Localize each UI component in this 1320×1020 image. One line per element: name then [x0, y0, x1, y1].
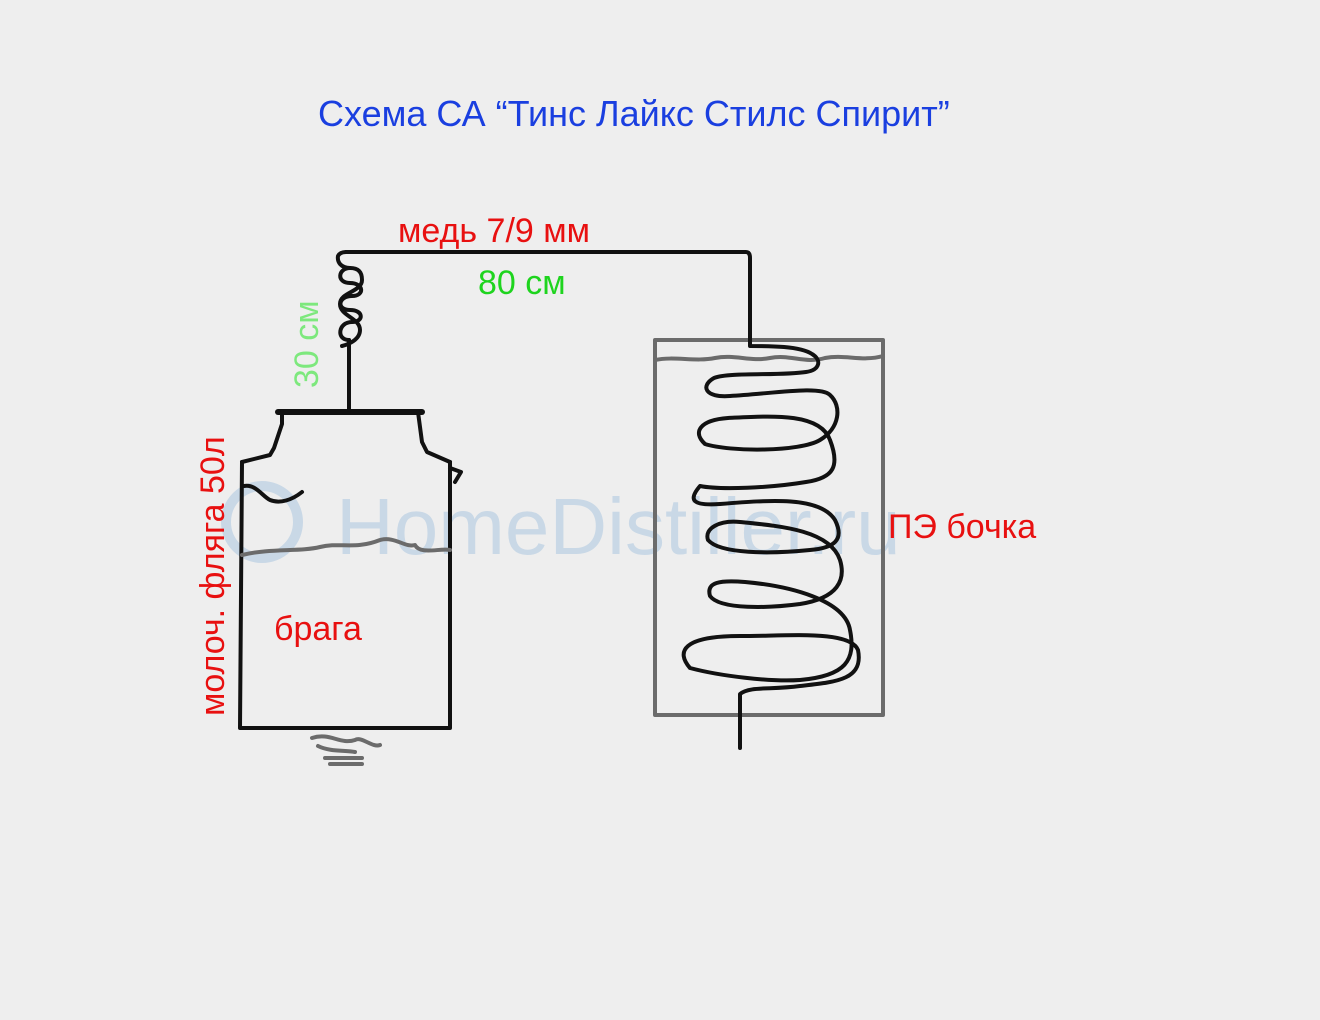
tube-material-label: медь 7/9 мм [398, 212, 590, 250]
riser-coil [338, 266, 364, 348]
riser-tube [335, 250, 364, 412]
can-left-handle [242, 483, 304, 504]
barrel-label: ПЭ бочка [888, 508, 1036, 546]
wash-level-line [240, 537, 452, 557]
condenser-coil [681, 336, 861, 750]
heat-source-flame [310, 734, 382, 766]
watermark-logo-icon [221, 481, 303, 563]
pe-barrel [653, 336, 885, 750]
milk-can [238, 409, 463, 766]
copper-tube [344, 250, 752, 340]
can-left-shoulder [240, 410, 284, 464]
tube-length-label: 80 см [478, 264, 566, 302]
riser-upper-bend [335, 250, 352, 270]
barrel-water-level [653, 354, 885, 362]
can-body [238, 460, 452, 730]
wash-label: брага [274, 610, 362, 648]
riser-height-label: 30 см [288, 300, 326, 388]
diagram-title: Схема СА “Тинс Лайкс Стилс Спирит” [318, 93, 950, 134]
barrel-outline [653, 338, 885, 717]
can-right-handle [448, 466, 463, 484]
watermark: HomeDistiller.ru [221, 481, 901, 571]
can-right-shoulder [416, 410, 452, 464]
watermark-text: HomeDistiller.ru [336, 482, 901, 571]
vessel-label: молоч. фляга 50л [194, 436, 232, 716]
